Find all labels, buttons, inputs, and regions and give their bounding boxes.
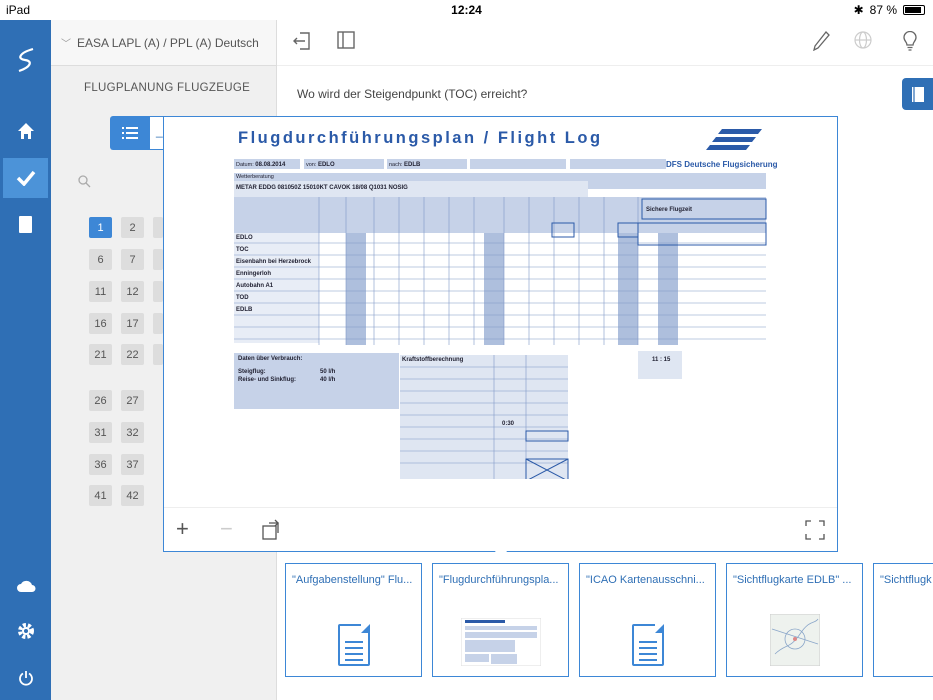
main-toolbar [277, 20, 933, 66]
course-selector[interactable]: ﹀ EASA LAPL (A) / PPL (A) Deutsch [51, 20, 276, 66]
list-icon [122, 127, 138, 139]
question-button[interactable]: 16 [89, 313, 112, 334]
question-button[interactable]: 11 [89, 281, 112, 302]
zoom-out-icon[interactable]: − [220, 516, 233, 541]
notes-button[interactable] [902, 78, 933, 110]
battery-icon [903, 5, 925, 15]
exit-icon[interactable] [292, 31, 312, 56]
attachment-card[interactable]: "ICAO Kartenausschni... [579, 563, 716, 677]
attachment-card[interactable]: "Flugdurchführungspla... [432, 563, 569, 677]
question-button-partial[interactable] [153, 313, 163, 334]
checkmark-icon[interactable] [3, 158, 48, 198]
flight-log-form-grid [234, 159, 767, 479]
grid-view-label: _ [156, 124, 163, 138]
attachment-card[interactable]: "Aufgabenstellung" Flu... [285, 563, 422, 677]
question-text: Wo wird der Steigendpunkt (TOC) erreicht… [297, 87, 528, 101]
attachment-label: "Sichtflugkarte EDLB" ... [733, 574, 852, 586]
sidebar-toggle-icon[interactable] [337, 31, 355, 54]
attachment-card[interactable]: "Sichtflugkarte EDLB" ... [726, 563, 863, 677]
gear-icon[interactable] [3, 611, 48, 651]
attachment-label: "Flugdurchführungspla... [439, 574, 559, 586]
battery-percent: 87 % [869, 3, 897, 17]
question-button-partial[interactable] [153, 249, 163, 270]
question-button[interactable]: 22 [121, 344, 144, 365]
rotate-icon[interactable] [261, 519, 283, 547]
notebook-icon [911, 86, 924, 102]
home-icon[interactable] [3, 111, 48, 151]
map-thumbnail-icon [769, 614, 820, 666]
list-view-toggle[interactable] [110, 116, 150, 150]
question-button[interactable]: 42 [121, 485, 144, 506]
question-button[interactable]: 26 [89, 390, 112, 411]
question-button[interactable]: 27 [121, 390, 144, 411]
question-button-partial[interactable] [153, 217, 163, 238]
document-title: Flugdurchführungsplan / Flight Log [238, 129, 603, 147]
power-icon[interactable] [3, 658, 48, 698]
attachment-card[interactable]: "Sichtflugk [873, 563, 933, 677]
lightbulb-icon[interactable] [903, 30, 917, 56]
question-button-partial[interactable] [153, 344, 163, 365]
question-button[interactable]: 37 [121, 454, 144, 475]
question-button[interactable]: 21 [89, 344, 112, 365]
cloud-icon[interactable] [3, 566, 48, 606]
status-bar: iPad 12:24 ✱ 87 % [0, 0, 933, 20]
question-button[interactable]: 36 [89, 454, 112, 475]
fullscreen-icon[interactable] [805, 520, 825, 546]
carrier-label: iPad [6, 3, 31, 17]
flight-log-thumbnail-icon [460, 618, 541, 666]
question-button[interactable]: 6 [89, 249, 112, 270]
dfs-brand-label: DFS Deutsche Flugsicherung [666, 160, 778, 169]
question-button[interactable]: 12 [121, 281, 144, 302]
nav-rail [0, 20, 51, 700]
clock: 12:24 [451, 3, 482, 17]
attachment-label: "Sichtflugk [880, 574, 932, 586]
question-button[interactable]: 41 [89, 485, 112, 506]
viewer-toolbar: + − [164, 507, 837, 551]
question-button[interactable]: 17 [121, 313, 144, 334]
globe-icon[interactable] [854, 31, 872, 54]
course-title: EASA LAPL (A) / PPL (A) Deutsch [77, 35, 259, 50]
attachment-strip: "Aufgabenstellung" Flu... "Flugdurchführ… [277, 552, 933, 700]
question-button-partial[interactable] [153, 281, 163, 302]
search-icon[interactable] [78, 175, 91, 191]
attachment-label: "Aufgabenstellung" Flu... [292, 574, 413, 586]
question-button[interactable]: 31 [89, 422, 112, 443]
question-button[interactable]: 1 [89, 217, 112, 238]
section-title: FLUGPLANUNG FLUGZEUGE [84, 82, 251, 94]
chevron-down-icon: ﹀ [61, 39, 71, 50]
app-logo-icon[interactable] [3, 40, 48, 80]
question-button[interactable]: 2 [121, 217, 144, 238]
zoom-in-icon[interactable]: + [176, 516, 189, 541]
flight-log-document[interactable]: Flugdurchführungsplan / Flight Log DFS D… [234, 123, 778, 479]
question-button[interactable]: 7 [121, 249, 144, 270]
document-icon [631, 624, 664, 666]
attachment-label: "ICAO Kartenausschni... [586, 574, 705, 586]
dfs-logo-icon [706, 129, 762, 150]
bluetooth-icon: ✱ [853, 3, 864, 17]
question-button[interactable]: 32 [121, 422, 144, 443]
document-viewer: Flugdurchführungsplan / Flight Log DFS D… [163, 116, 838, 552]
document-icon [337, 624, 370, 666]
book-icon[interactable] [3, 204, 48, 244]
pen-icon[interactable] [812, 31, 830, 56]
